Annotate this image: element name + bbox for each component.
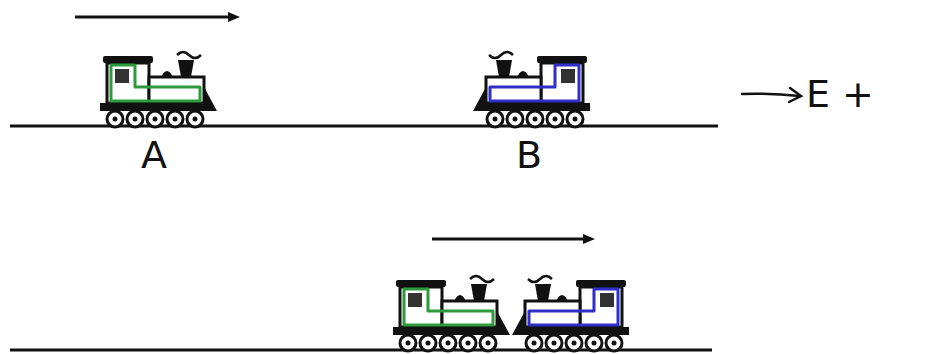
velocity-arrow <box>432 234 595 244</box>
direction-label: E + <box>806 75 874 113</box>
train-label: A <box>141 136 167 174</box>
train-a <box>100 52 217 127</box>
train-a <box>393 276 510 351</box>
train-b <box>512 276 629 351</box>
train-b <box>473 52 590 127</box>
train-label: B <box>516 136 542 174</box>
velocity-arrow <box>75 12 240 22</box>
direction-arrow <box>742 88 801 102</box>
